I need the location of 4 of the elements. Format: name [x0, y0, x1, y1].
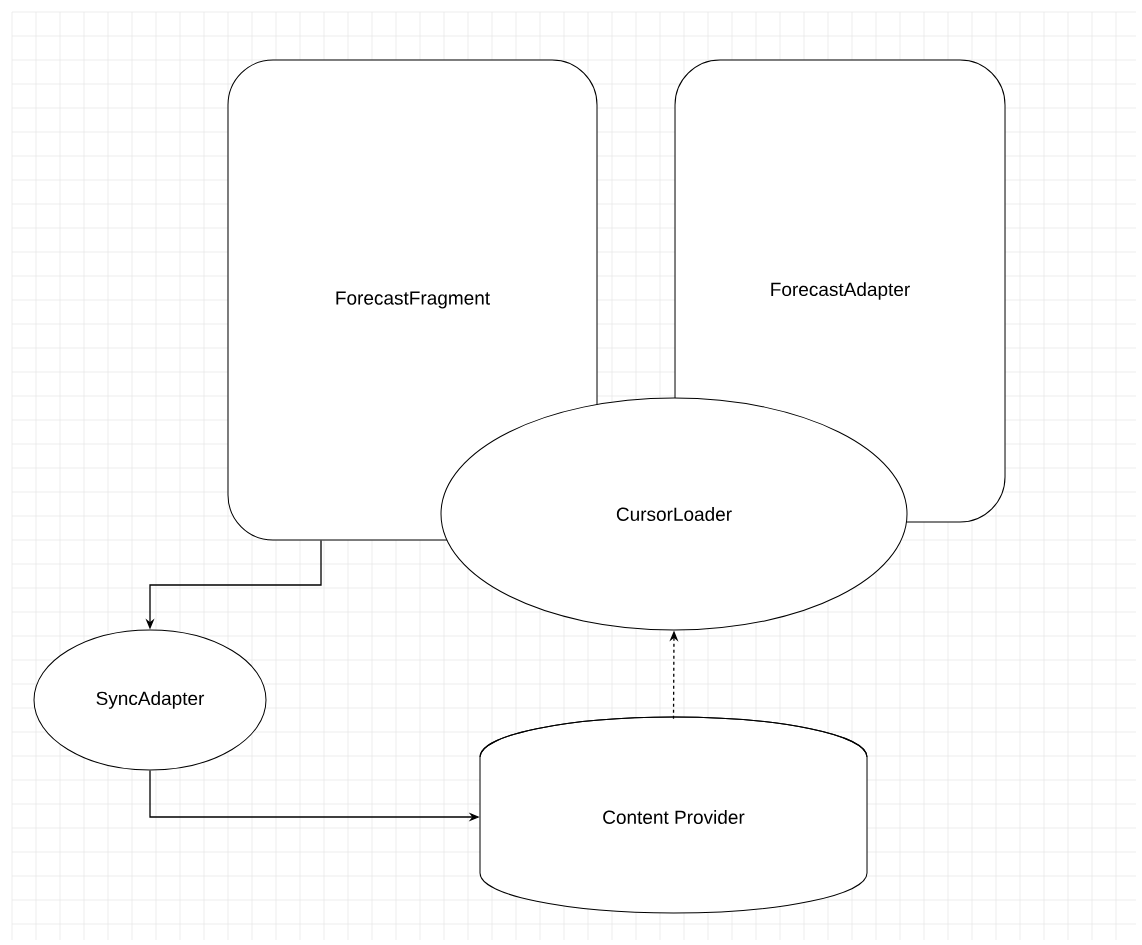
- database-cylinder: Content Provider: [479, 716, 868, 914]
- ellipse-node: CursorLoader: [440, 397, 908, 631]
- ellipse-node: SyncAdapter: [33, 629, 267, 771]
- rounded-box: ForecastFragment: [227, 59, 598, 541]
